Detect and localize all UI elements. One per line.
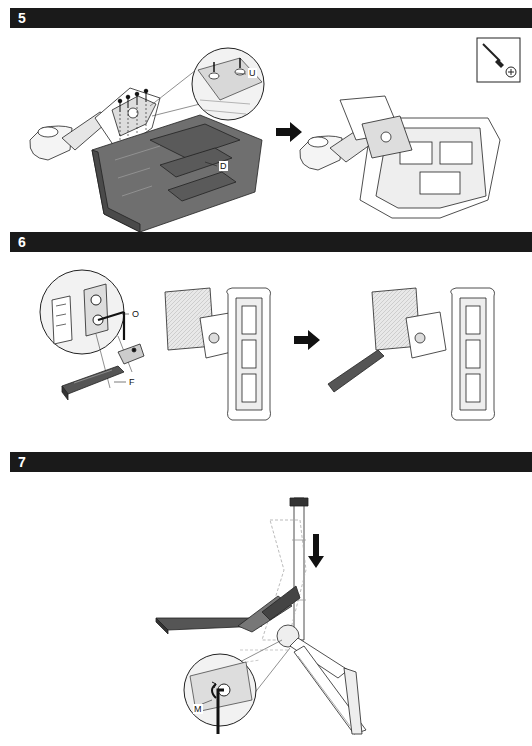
- callout-letter: M: [193, 704, 203, 714]
- callout-letter: F: [128, 377, 136, 387]
- step-header-band: 6: [10, 232, 532, 252]
- step-number: 6: [10, 232, 532, 252]
- callout-letter: U: [248, 68, 257, 78]
- tray-vertical: [165, 288, 271, 420]
- screws: [118, 89, 148, 140]
- tray-with-arm: [328, 288, 495, 420]
- step-arrow: [294, 330, 320, 350]
- leader-line: [202, 700, 212, 704]
- callout-letter: O: [131, 309, 140, 319]
- leader-line: [205, 73, 246, 166]
- callout-letter: D: [219, 161, 228, 171]
- step-header-band: 5: [10, 8, 532, 28]
- step-number: 5: [10, 8, 532, 28]
- screwdriver-icon: [477, 38, 520, 82]
- step-arrow: [308, 534, 324, 568]
- step-number: 7: [10, 452, 532, 472]
- arm-part: [62, 344, 144, 400]
- detail-magnifier: [184, 640, 290, 734]
- mounted-assembly: [156, 498, 366, 734]
- step-header-band: 7: [10, 452, 532, 472]
- detail-magnifier: [150, 48, 264, 120]
- assembled-tray: [300, 96, 500, 218]
- keyboard-tray: [92, 115, 262, 232]
- step-arrow: [276, 122, 302, 142]
